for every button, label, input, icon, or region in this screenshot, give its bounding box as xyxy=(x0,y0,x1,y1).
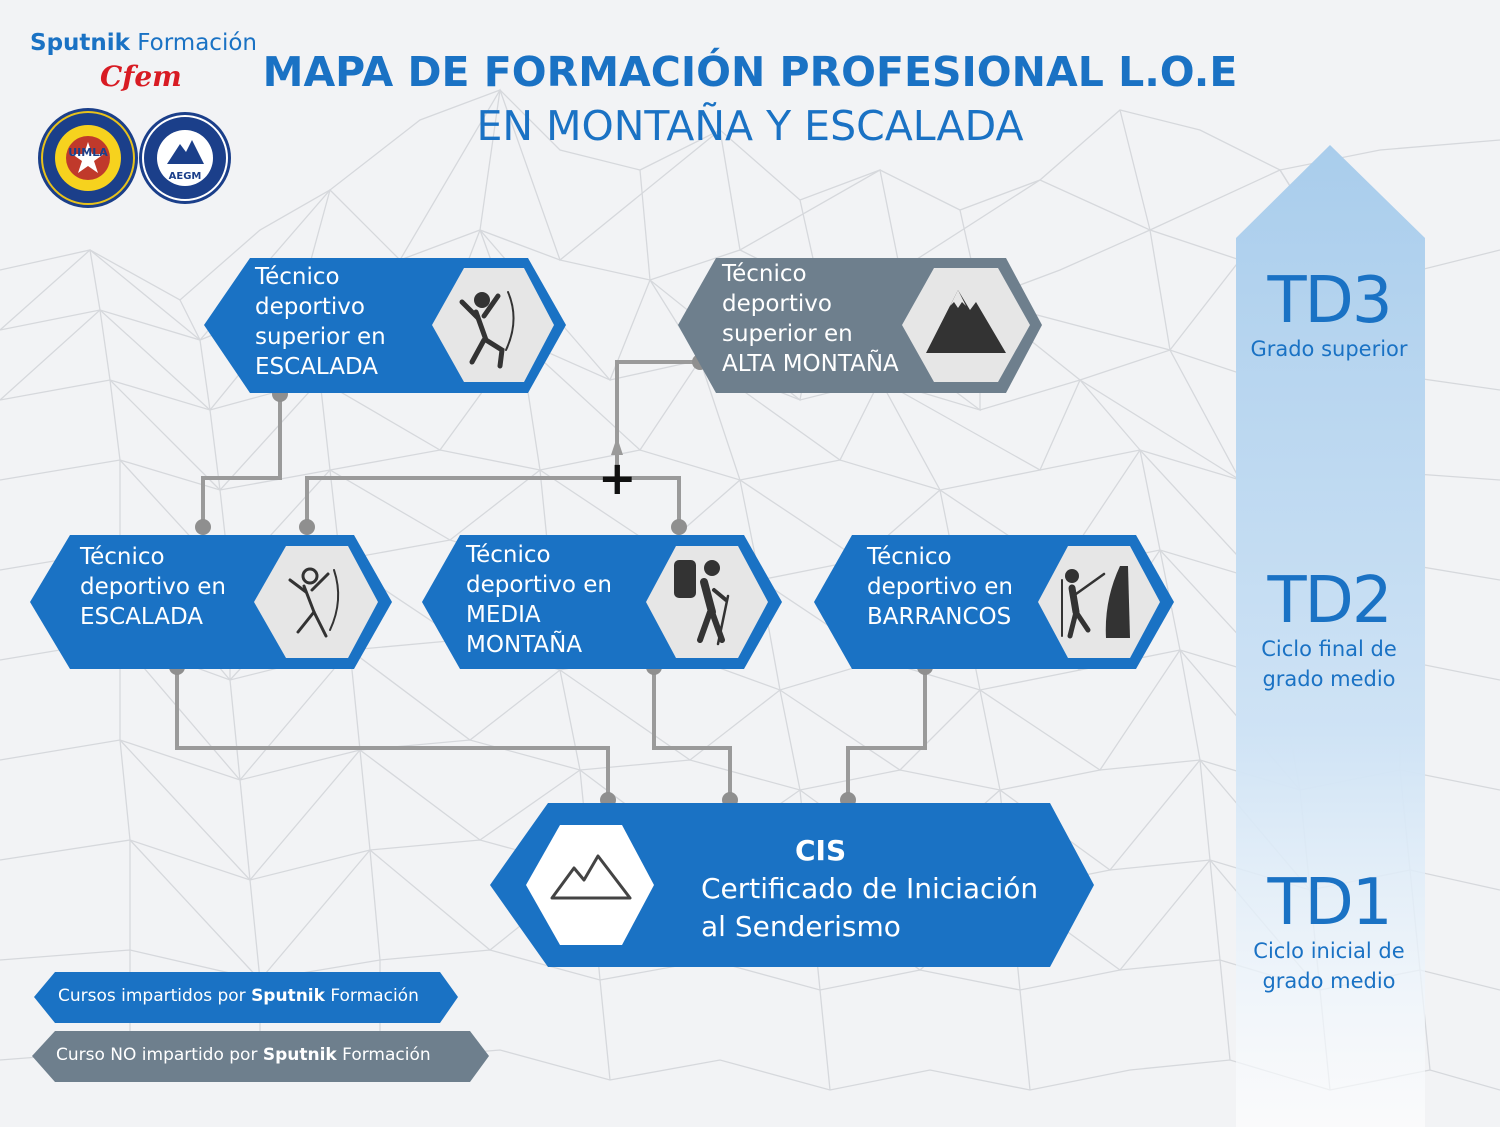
level-td2: TD2 Ciclo final de grado medio xyxy=(1229,568,1429,694)
legend-gray-text: Curso NO impartido por Sputnik Formación xyxy=(56,1045,431,1065)
arrow-up-marker xyxy=(611,437,623,455)
icon-hexagon-bg xyxy=(432,268,554,382)
mountain-icon xyxy=(926,290,1006,353)
level-progression-arrow xyxy=(1236,145,1425,1127)
climber-outline-icon xyxy=(288,567,340,638)
level-td1: TD1 Ciclo inicial de grado medio xyxy=(1229,870,1429,996)
level-td3-code: TD3 xyxy=(1267,264,1392,338)
icon-hexagon-bg xyxy=(526,825,654,945)
brand-bold: Sputnik xyxy=(30,30,130,56)
plus-icon: + xyxy=(598,451,637,505)
canyoning-icon xyxy=(1061,566,1130,639)
legend-blue-text: Cursos impartidos por Sputnik Formación xyxy=(58,986,419,1006)
node-td-escalada-text: Técnico deportivo en ESCALADA xyxy=(80,544,227,630)
cis-subtitle: Certificado de Iniciación al Senderismo xyxy=(701,872,1039,943)
uimla-badge-label: UIMLA xyxy=(68,146,108,159)
climber-icon xyxy=(459,291,515,369)
level-td1-code: TD1 xyxy=(1267,866,1392,940)
hiker-icon xyxy=(674,560,730,646)
node-cis xyxy=(490,803,1094,967)
brand-logo: Sputnik Formación xyxy=(30,30,257,56)
cis-title: CIS xyxy=(795,834,847,867)
mountain-outline-icon xyxy=(550,854,632,900)
legend-blue-shape xyxy=(34,972,458,1023)
node-td-superior-escalada-text: Técnico deportivo superior en ESCALADA xyxy=(255,264,386,380)
connector-lines xyxy=(175,360,927,800)
node-td-superior-alta-montana-text: Técnico deportivo superior en ALTA MONTA… xyxy=(722,261,899,377)
aegm-badge xyxy=(139,112,231,204)
node-td-superior-alta-montana xyxy=(678,258,1042,393)
brand-rest: Formación xyxy=(137,30,257,56)
level-td3-label: Grado superior xyxy=(1250,337,1408,361)
node-td-media-montana-text: Técnico deportivo en MEDIA MONTAÑA xyxy=(466,542,613,658)
aegm-badge-label: AEGM xyxy=(168,171,202,182)
legend-gray-shape xyxy=(32,1031,489,1082)
level-td2-code: TD2 xyxy=(1267,564,1392,638)
page-title: MAPA DE FORMACIÓN PROFESIONAL L.O.E xyxy=(262,48,1238,96)
level-td3: TD3 Grado superior xyxy=(1229,268,1429,364)
node-td-barrancos-text: Técnico deportivo en BARRANCOS xyxy=(867,544,1014,630)
uimla-badge xyxy=(38,108,138,208)
icon-hexagon-bg xyxy=(254,546,378,658)
node-td-media-montana xyxy=(422,535,782,669)
node-td-escalada xyxy=(30,535,392,669)
node-td-barrancos xyxy=(814,535,1174,669)
node-td-superior-escalada xyxy=(204,258,566,393)
cfem-logo: Cfem xyxy=(100,60,182,93)
page-subtitle: EN MONTAÑA Y ESCALADA xyxy=(476,102,1024,150)
